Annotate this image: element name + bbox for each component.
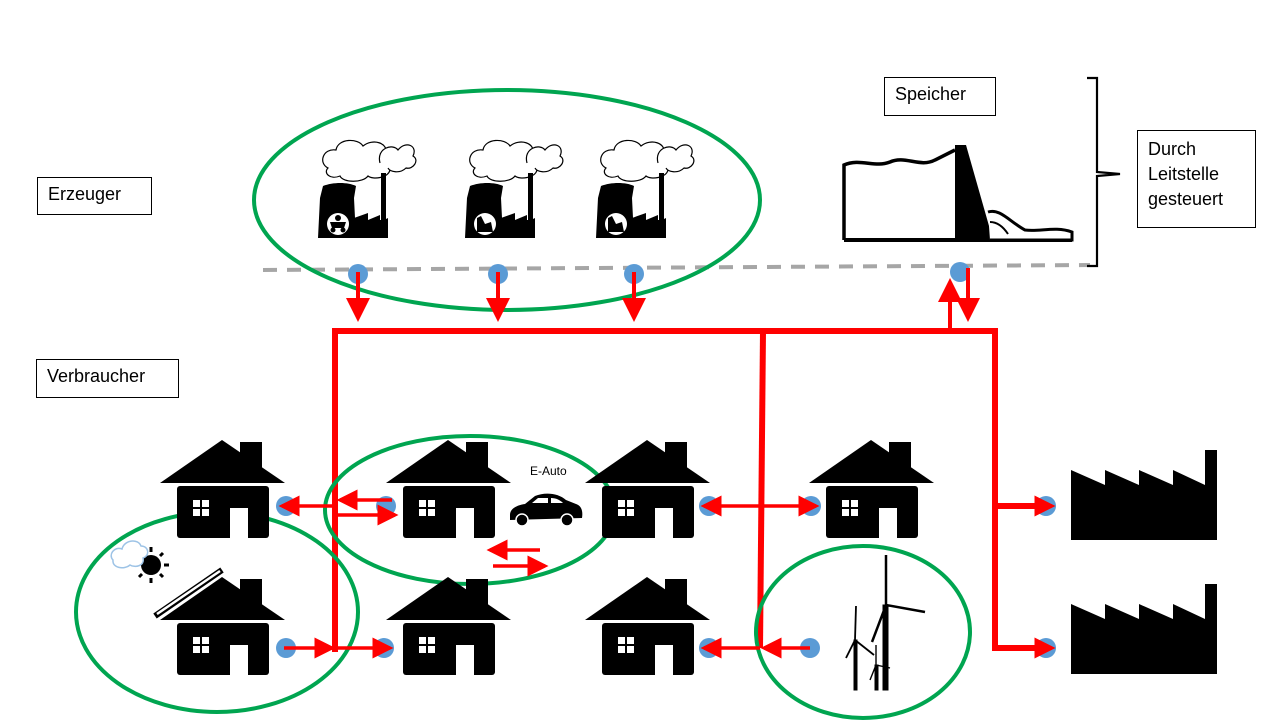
ev-label: E-Auto: [530, 464, 567, 478]
house-icon: [585, 440, 710, 538]
control-label-line: gesteuert: [1148, 189, 1224, 210]
wind-turbines-icon: [845, 555, 926, 691]
weather-sun-cloud-icon: [110, 540, 169, 583]
factory-icon: [1071, 450, 1217, 540]
producers-label: Erzeuger: [37, 177, 152, 215]
house-icon: [160, 577, 285, 675]
coal-power-plant-icon: [317, 139, 417, 239]
nuclear-power-plant-icon: [464, 139, 564, 239]
pumped-storage-dam-icon: [842, 145, 1074, 242]
control-scope-bracket: [1087, 76, 1121, 268]
storage-label-text: Speicher: [895, 84, 967, 104]
connector-dot: [950, 262, 970, 282]
consumers-label: Verbraucher: [36, 359, 179, 398]
control-label-line: Leitstelle: [1148, 164, 1220, 185]
house-icon: [585, 577, 710, 675]
house-icon: [160, 440, 285, 538]
factory-icon: [1071, 584, 1217, 674]
house-icon: [809, 440, 934, 538]
nuclear-power-plant-icon: [595, 139, 695, 239]
control-center-label: Durch Leitstelle gesteuert: [1137, 130, 1256, 228]
control-boundary-line: [262, 263, 1091, 272]
house-icon: [386, 440, 511, 538]
electric-car-icon: [510, 493, 583, 527]
house-icon: [386, 577, 511, 675]
storage-label: Speicher: [884, 77, 996, 116]
control-label-line: Durch: [1148, 139, 1197, 159]
wind-farm-group-ellipse: [754, 544, 972, 720]
